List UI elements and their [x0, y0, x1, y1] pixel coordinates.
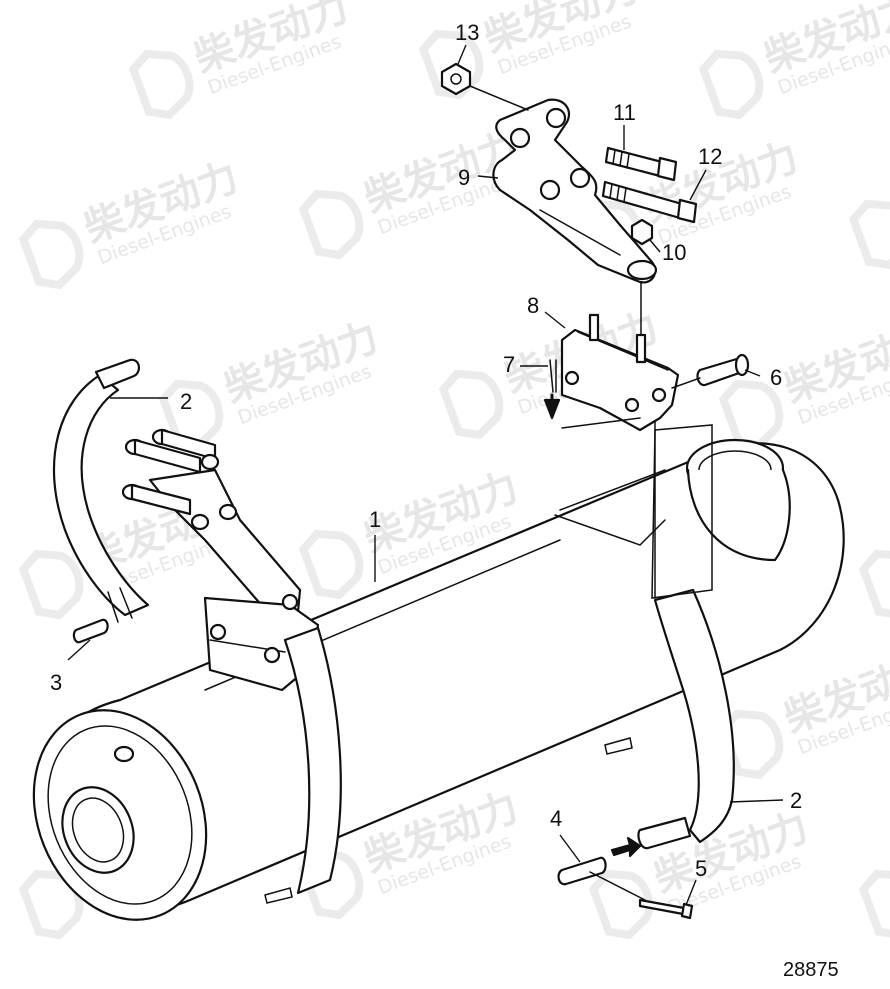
bolt-5: [589, 871, 694, 920]
watermark-logo: [718, 709, 784, 780]
callouts: 1 2 3 4 5 6 7 8 9 10 11 12 13 2: [50, 20, 802, 881]
left-band: [283, 626, 342, 895]
callout-9: 9: [458, 165, 470, 190]
callout-6: 6: [770, 365, 782, 390]
bolt-12: [601, 180, 698, 224]
left-mount-bracket: [121, 428, 320, 692]
callout-8: 8: [527, 293, 539, 318]
callout-5: 5: [695, 856, 707, 881]
callout-4: 4: [550, 806, 562, 831]
callout-12: 12: [698, 144, 722, 169]
muffler-body: [32, 438, 845, 921]
bolt-11: [604, 146, 678, 182]
watermark-logo: [298, 189, 364, 260]
bracket-bolts: [121, 428, 238, 531]
callout-7: 7: [503, 352, 515, 377]
watermark-logo: [848, 199, 890, 270]
watermark-logo: [858, 869, 890, 940]
watermark-logo: [718, 379, 784, 450]
nut-13: [440, 62, 529, 111]
watermark-logo: [18, 219, 84, 290]
callout-11: 11: [613, 100, 636, 125]
alignment-frame: [651, 424, 713, 599]
callout-1: 1: [369, 507, 381, 532]
watermark-logo: [588, 869, 654, 940]
watermark-logo: [298, 849, 364, 920]
figure-number: 28875: [783, 959, 839, 981]
callout-10: 10: [662, 240, 686, 265]
right-band: [637, 588, 735, 850]
pin-4: [557, 836, 642, 886]
watermark-logo: [128, 49, 194, 120]
callout-2-left: 2: [180, 389, 192, 414]
upper-bracket: [492, 98, 658, 284]
watermark-logo: [858, 549, 890, 620]
nut-10: [630, 218, 654, 246]
watermark-logo: [158, 379, 224, 450]
pin-6: [671, 353, 750, 389]
cotter-pin-7: [543, 359, 641, 429]
left-strap: [52, 358, 150, 623]
pin-3: [72, 618, 109, 644]
watermark-logo: [698, 49, 764, 120]
watermark-logo: [18, 549, 84, 620]
callout-13: 13: [455, 20, 479, 45]
leader-lines: [67, 44, 784, 906]
watermark-logo: [438, 369, 504, 440]
mount-plate: [560, 281, 680, 432]
callout-3: 3: [50, 670, 62, 695]
callout-2-right: 2: [790, 788, 802, 813]
watermark-logo: [298, 529, 364, 600]
